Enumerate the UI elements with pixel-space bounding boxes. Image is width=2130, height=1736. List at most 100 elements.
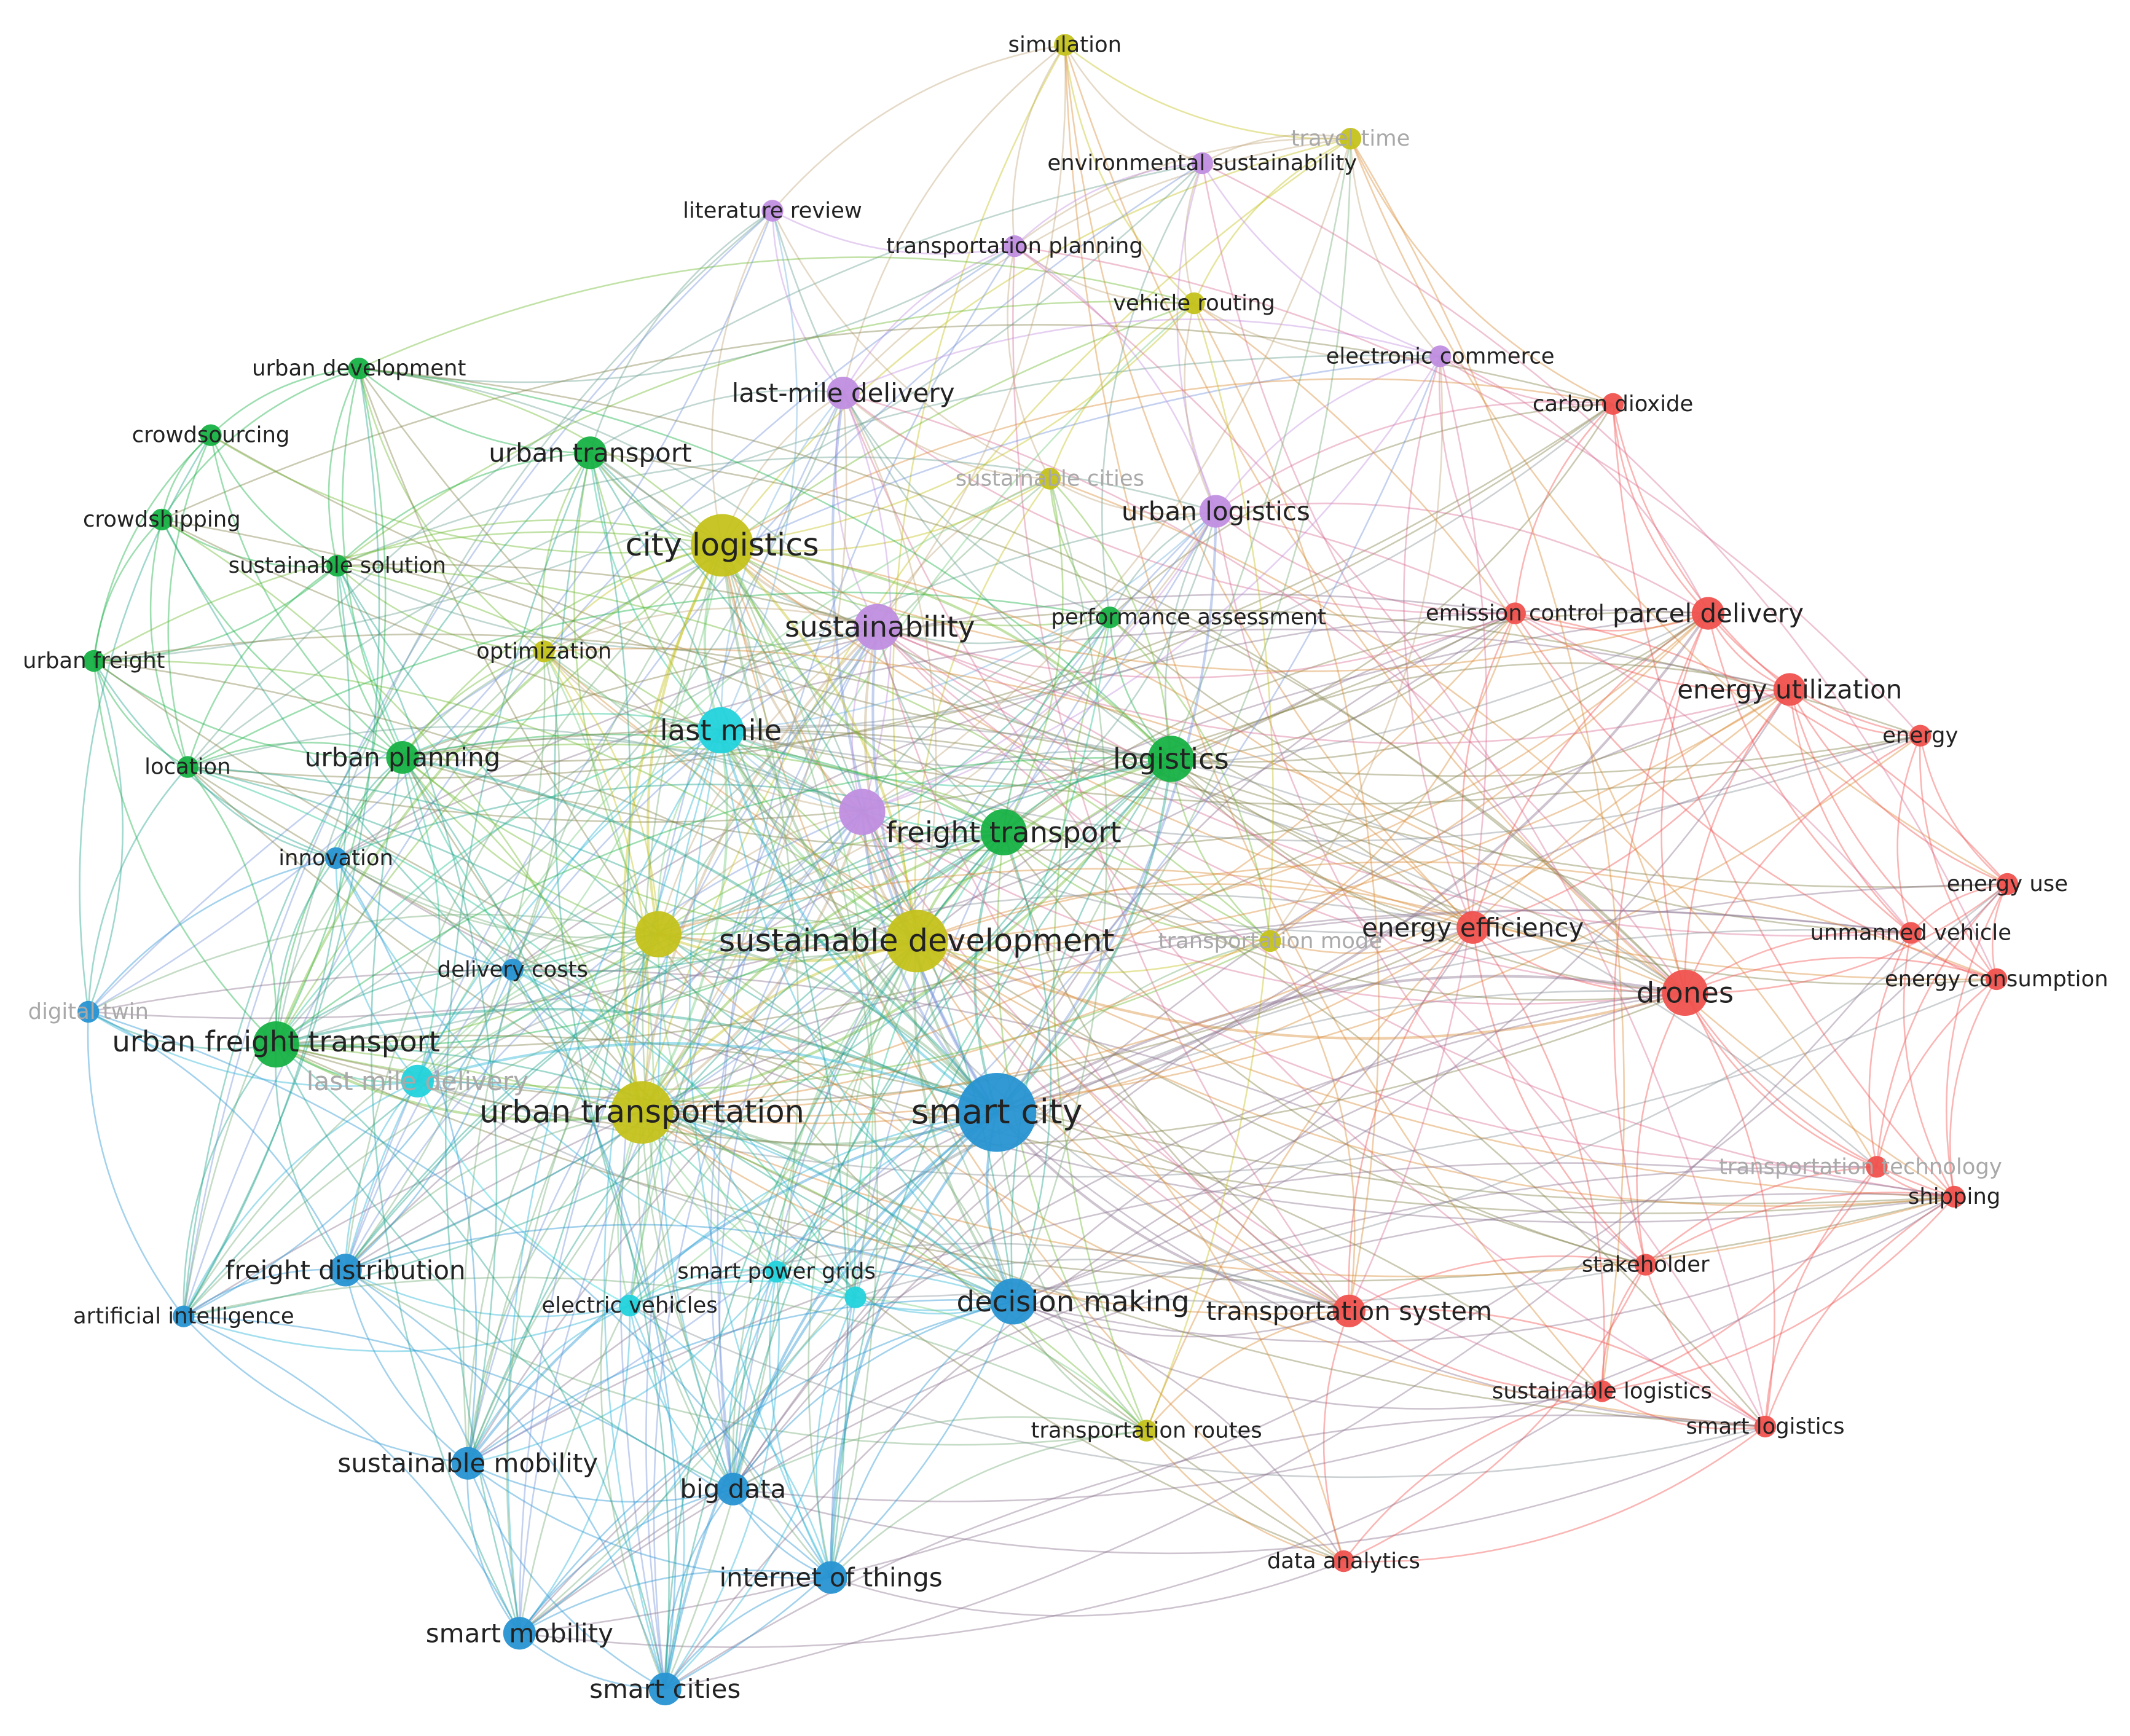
edge-transportation-system-cyan-unlabeled [855, 1259, 1350, 1312]
node-urban-development[interactable] [348, 358, 370, 380]
node-city-logistics[interactable] [691, 514, 753, 577]
node-stakeholder[interactable] [1635, 1254, 1657, 1276]
edge-last-mile-smart-city [719, 729, 998, 1113]
node-performance-assessment[interactable] [1099, 607, 1121, 629]
node-drones[interactable] [1662, 969, 1708, 1016]
edge-energy-use-sustainable-mobility [467, 883, 2008, 1464]
edge-urban-transport-yellow-unlabeled [573, 452, 659, 935]
node-unmanned-vehicle[interactable] [1900, 922, 1922, 944]
edge-transportation-technology-stakeholder [1645, 1166, 1877, 1266]
node-vehicle-routing[interactable] [1183, 292, 1205, 315]
node-big-data[interactable] [717, 1472, 750, 1506]
node-delivery-costs[interactable] [501, 959, 524, 981]
edge-electric-vehicles-sustainable-mobility [467, 1305, 631, 1464]
edge-unmanned-vehicle-drones [1684, 930, 1911, 994]
edge-sustainability-performance-assessment [877, 616, 1110, 645]
node-sustainable-development[interactable] [885, 909, 948, 973]
edge-urban-freight-transport-energy-efficiency [275, 927, 1474, 1102]
node-location[interactable] [176, 756, 199, 778]
node-data-analytics[interactable] [1332, 1550, 1355, 1573]
node-decision-making[interactable] [990, 1278, 1037, 1325]
edge-logistics-urban-development [359, 367, 1172, 760]
node-sustainable-solution[interactable] [326, 554, 348, 577]
node-simulation[interactable] [1054, 34, 1076, 56]
node-carbon-dioxide[interactable] [1601, 393, 1624, 415]
edge-sustainable-mobility-smart-power-grids [468, 1271, 777, 1464]
edge-urban-freight-transport-purple-unlabeled [276, 811, 863, 1045]
node-yellow-unlabeled[interactable] [635, 911, 682, 957]
edge-sustainable-development-decision-making [913, 941, 1015, 1302]
node-smart-cities[interactable] [648, 1672, 682, 1706]
node-cyan-unlabeled[interactable] [844, 1286, 867, 1308]
edge-city-logistics-data-analytics [721, 545, 1345, 1562]
node-energy-utilization[interactable] [1773, 673, 1806, 706]
node-emission-control[interactable] [1504, 602, 1526, 624]
label-unmanned-vehicle: unmanned vehicle [1810, 921, 2011, 946]
edge-city-logistics-transportation-system [721, 544, 1350, 1312]
node-electric-vehicles[interactable] [618, 1294, 641, 1317]
edge-cyan-unlabeled-electric-vehicles [629, 1280, 856, 1306]
node-literature-review[interactable] [761, 200, 784, 222]
node-transportation-system[interactable] [1332, 1294, 1366, 1327]
edge-last-mile-delivery-smart-logistics [842, 393, 1766, 1428]
edge-urban-transport-energy-use [589, 452, 2008, 888]
edge-urban-freight-transport-artificial-intelligence [183, 1043, 277, 1317]
node-freight-distribution[interactable] [329, 1254, 362, 1287]
node-optimization[interactable] [533, 640, 555, 662]
node-electronic-commerce[interactable] [1429, 345, 1452, 367]
node-energy-use[interactable] [1996, 873, 2019, 895]
node-transportation-mode[interactable] [1259, 930, 1281, 952]
edge-smart-city-transportation-system [996, 1111, 1350, 1313]
edge-last-mile-energy [720, 729, 1921, 842]
node-urban-transport[interactable] [573, 436, 607, 469]
edge-environmental-sustainability-transportation-planning [1014, 162, 1203, 247]
node-smart-city[interactable] [957, 1073, 1037, 1152]
node-artificial-intelligence[interactable] [173, 1305, 195, 1327]
node-sustainable-mobility[interactable] [451, 1447, 484, 1480]
edge-smart-mobility-freight-distribution [345, 1269, 521, 1633]
node-transportation-planning[interactable] [1004, 235, 1026, 257]
node-freight-transport[interactable] [980, 809, 1027, 855]
node-shipping[interactable] [1943, 1185, 1965, 1208]
node-logistics[interactable] [1147, 736, 1194, 782]
edge-last-mile-delivery-2-urban-transportation [417, 1080, 642, 1121]
edge-crowdsourcing-city-logistics [210, 434, 723, 554]
node-purple-unlabeled[interactable] [839, 788, 886, 835]
node-last-mile[interactable] [698, 707, 744, 753]
node-urban-logistics[interactable] [1199, 495, 1232, 528]
node-sustainable-cities[interactable] [1039, 468, 1061, 490]
label-urban-development: urban development [252, 356, 466, 381]
node-smart-logistics[interactable] [1754, 1415, 1777, 1438]
node-transportation-routes[interactable] [1135, 1420, 1158, 1442]
node-smart-mobility[interactable] [503, 1617, 536, 1650]
edge-emission-control-innovation [335, 593, 1515, 859]
node-digital-twin[interactable] [77, 1000, 100, 1023]
node-energy[interactable] [1909, 725, 1932, 747]
node-energy-efficiency[interactable] [1456, 911, 1490, 944]
node-environmental-sustainability[interactable] [1191, 152, 1214, 175]
edge-energy-consumption-drones [1684, 956, 1997, 994]
node-transportation-technology[interactable] [1866, 1156, 1888, 1178]
node-sustainable-logistics[interactable] [1591, 1380, 1613, 1402]
edge-last-mile-smart-mobility [506, 729, 721, 1633]
node-urban-freight-transport[interactable] [253, 1021, 299, 1068]
edge-urban-logistics-sustainable-solution [337, 456, 1216, 567]
node-energy-consumption[interactable] [1986, 968, 2008, 991]
edge-city-logistics-urban-freight [93, 531, 723, 662]
node-urban-freight[interactable] [83, 650, 105, 672]
edge-drones-transportation-technology [1684, 992, 1877, 1168]
node-crowdshipping[interactable] [151, 508, 173, 531]
edge-purple-unlabeled-electronic-commerce [862, 356, 1441, 813]
edge-energy-efficiency-transportation-system [1348, 927, 1474, 1311]
node-crowdsourcing[interactable] [200, 424, 222, 446]
node-innovation[interactable] [324, 847, 347, 870]
node-internet-of-things[interactable] [814, 1561, 847, 1594]
node-urban-planning[interactable] [386, 741, 419, 774]
node-last-mile-delivery[interactable] [827, 377, 860, 410]
node-parcel-delivery[interactable] [1691, 597, 1725, 630]
node-urban-transportation[interactable] [610, 1081, 674, 1144]
node-sustainability[interactable] [854, 603, 900, 650]
node-smart-power-grids[interactable] [765, 1260, 788, 1282]
node-travel-time[interactable] [1339, 128, 1362, 150]
node-last-mile-delivery-2[interactable] [401, 1064, 434, 1098]
